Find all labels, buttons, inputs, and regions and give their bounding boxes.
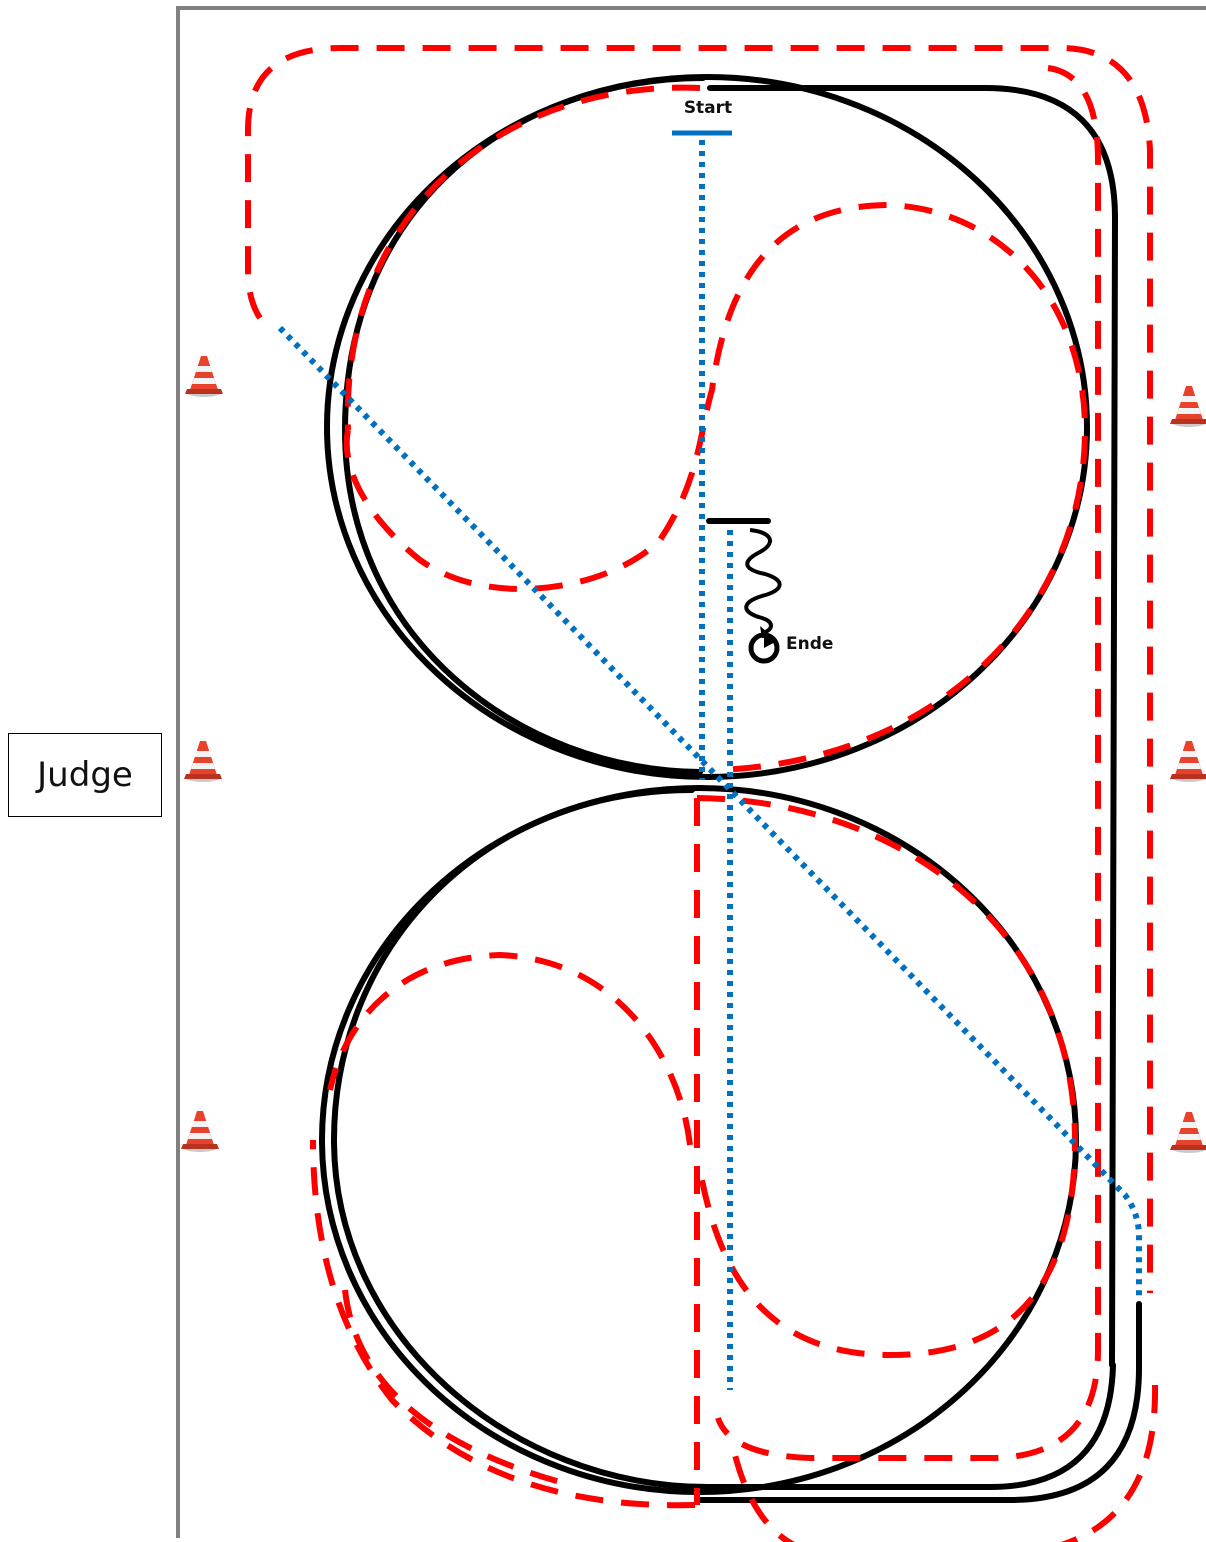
solid-track-lines xyxy=(319,74,1142,1503)
traffic-cone-icon xyxy=(181,1111,219,1152)
judge-label: Judge xyxy=(37,755,133,795)
dotted-guide-lines xyxy=(277,140,1143,1390)
judge-box: Judge xyxy=(8,733,162,817)
traffic-cone-icon xyxy=(1170,741,1206,782)
traffic-cone-icon xyxy=(184,741,222,782)
traffic-cone-icon xyxy=(1170,1112,1206,1153)
stopwatch-icon xyxy=(748,626,780,664)
serpentine-halt-figure: Ende xyxy=(744,528,833,664)
dashed-ride-path xyxy=(245,45,1159,1542)
start-marker: Start xyxy=(672,98,732,136)
traffic-cone-icon xyxy=(1170,386,1206,427)
end-label: Ende xyxy=(786,634,833,654)
start-label: Start xyxy=(684,98,732,118)
arena-fence xyxy=(176,6,1206,1538)
traffic-cone-icon xyxy=(185,356,223,397)
